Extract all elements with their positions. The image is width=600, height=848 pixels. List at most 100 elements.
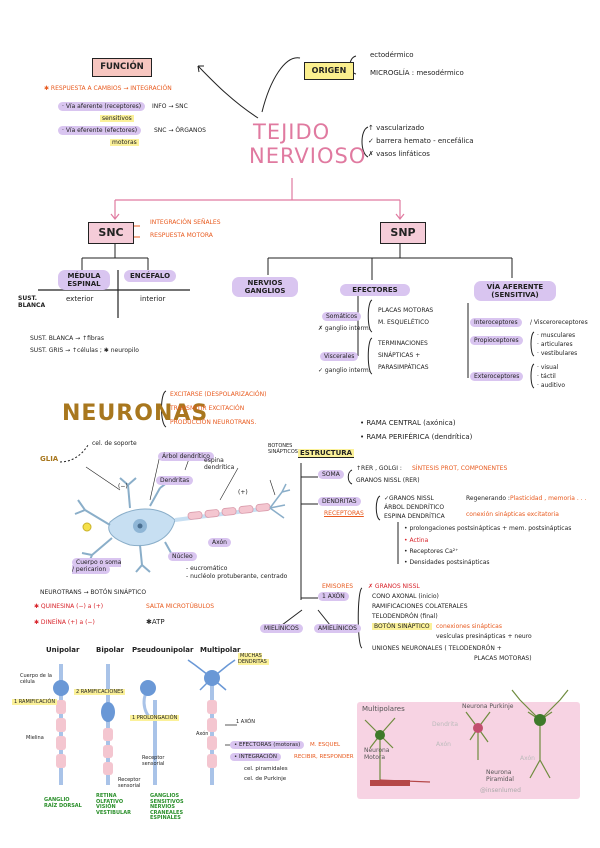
dendritas-prolongaciones: • prolongaciones postsinápticas + mem. p… (404, 525, 572, 532)
tipo-integracion: • INTEGRACIÓN (230, 753, 281, 761)
snp-ganglio-x: ✗ ganglio interm. (318, 325, 371, 332)
snc-medula: MÉDULA ESPINAL (58, 270, 110, 291)
estructura-dendritas: DENDRITAS (318, 497, 361, 506)
origen-micro: MICROGLÍA : mesodérmico (370, 69, 464, 77)
funcion-sensitivos: sensitivos (100, 115, 134, 122)
salta-microtubulos: SALTA MICROTÚBULOS (146, 603, 215, 610)
neuron-dendritas: Dendritas (156, 476, 194, 485)
tipo-ganglio-raiz: GANGLIO RAÍZ DORSAL (44, 797, 82, 809)
neuron-axon: Axón (208, 538, 231, 547)
snp-propioceptores: Propioceptores (470, 336, 523, 345)
tipo-unipolar: Unipolar (46, 646, 80, 654)
neuron-plus: (+) (238, 489, 248, 496)
dendritas-plasticidad: Plasticidad , memoria . . . (510, 495, 587, 502)
tipo-2-ramificaciones: 2 RAMIFICACIONES (74, 689, 126, 695)
origen-label: ORIGEN (304, 62, 354, 80)
glia-cel-soporte: cel. de soporte (92, 440, 137, 447)
tipo-piramidales: cel. piramidales (244, 766, 288, 772)
snp-ganglio-v: ✓ ganglio interm. (318, 367, 371, 374)
main-title-line2: NERVIOSO (249, 144, 367, 168)
snc-sg-celulas: SUST. GRIS → ↑células ; ✱ neuropilo (30, 347, 139, 354)
snp-tactil: · táctil (537, 373, 556, 380)
snp-visceroreceptores: / Visceroreceptores (530, 319, 588, 326)
axon-placas: PLACAS MOTORAS) (474, 655, 532, 662)
tipo-1-ramificacion: 1 RAMIFICACIÓN (12, 699, 58, 705)
funcion-aferente-info: INFO → SNC (152, 103, 188, 110)
dendritas-arbol: ÁRBOL DENDRÍTICO (384, 504, 445, 511)
atp: ✱ATP (146, 618, 165, 626)
axon-uniones: UNIONES NEURONALES ( TELODENDRÓN + (372, 645, 502, 652)
snc-integracion: INTEGRACIÓN SEÑALES (150, 219, 221, 226)
tipo-axon: Axón (196, 731, 209, 737)
dendritas-conexion: conexión sinápticas excitatoria (466, 511, 559, 518)
axon-no-nissl: ✗ GRANOS NISSL (368, 583, 420, 590)
snp-interoceptores: Interoceptores (470, 318, 522, 327)
snc-interior: interior (140, 295, 166, 303)
snc-exterior: exterior (66, 295, 94, 303)
funcion-respuesta: ✱ RESPUESTA A CAMBIOS → INTEGRACIÓN (44, 85, 172, 92)
neuron-nucleo: Núcleo (168, 552, 197, 561)
snp-viscerales: Viscerales (320, 352, 359, 361)
neuronas-transmitir: TRANSMITIR EXCITACIÓN (170, 405, 245, 412)
tipo-1-prolongacion: 1 PROLONGACIÓN (130, 715, 180, 721)
neuron-cuerpo: Cuerpo o soma / pericarion (72, 558, 122, 574)
neuron-espina: espina dendrítica (204, 457, 235, 471)
tipo-receptor-bipolar: Receptor sensorial (118, 777, 141, 789)
multipolares-axon2: Axón (520, 755, 535, 762)
multipolares-purkinje: Neurona Purkinje (462, 703, 514, 710)
snp-box: SNP (380, 222, 426, 244)
tipo-m-esquel: M. ESQUEL (310, 742, 341, 748)
axon-vesiculas: vesículas presinápticas + neuro (436, 633, 532, 640)
axon-boton: BOTÓN SINÁPTICO (372, 623, 432, 630)
tipo-pseudounipolar: Pseudounipolar (132, 646, 194, 654)
tipo-ganglios-sensitivos: GANGLIOS SENSITIVOS NERVIOS CRANEALES ES… (150, 793, 184, 821)
axon-amielinicos: AMIELÍNICOS (314, 624, 361, 633)
dendritas-granos-nissl: ✓GRANOS NISSL (384, 495, 434, 502)
soma-rer: ↑RER , GOLGI : (356, 465, 402, 472)
snp-via-aferente: VÍA AFERENTE (SENSITIVA) (474, 281, 556, 302)
soma-granos: GRANOS NISSL (RER) (356, 477, 420, 484)
dendritas-densidades: • Densidades postsinápticas (404, 559, 490, 566)
neuron-arbol: Árbol dendrítico (158, 452, 214, 461)
multipolares-dendrita: Dendrita (432, 721, 459, 728)
rama-periferica: • RAMA PERIFÉRICA (dendrítica) (360, 433, 473, 441)
neuron-nucleolo: - nucléolo protuberante, centrado (186, 573, 288, 580)
snp-auditivo: · auditivo (537, 382, 566, 389)
snp-efectores: EFECTORES (340, 284, 410, 297)
axon-emisores: EMISORES (322, 583, 354, 590)
snp-terminaciones: TERMINACIONES (378, 340, 428, 347)
tipo-mielina: Mielina (26, 735, 44, 741)
multipolares-axon1: Axón (436, 741, 451, 748)
tipo-1-axon: 1 AXÓN (236, 719, 255, 725)
glia-label: GLIA (40, 455, 59, 463)
axon-conexiones: conexiones sinápticas (436, 623, 502, 630)
axon-mielinicos: MIELÍNICOS (260, 624, 303, 633)
snp-musculo: M. ESQUELÉTICO (378, 319, 429, 326)
snc-sust-blanca: SUST. BLANCA (18, 295, 46, 309)
quinesina: ✱ QUINESINA (−) a (+) (34, 603, 104, 610)
snp-somaticos: Somáticos (322, 312, 362, 321)
tipo-efectoras: • EFECTORAS (motoras) (230, 741, 305, 749)
snp-ganglios: NERVIOS GANGLIOS (232, 277, 298, 298)
neurotrans-boton: NEUROTRANS → BOTÓN SINÁPTICO (40, 589, 147, 596)
neuron-minus: (−) (118, 483, 128, 490)
multipolares-motora: Neurona Motora (364, 747, 390, 761)
axon-cono: CONO AXONAL (inicio) (372, 593, 439, 600)
dendritas-espina: ESPINA DENDRÍTICA (384, 513, 445, 520)
tipo-cuerpo-celula: Cuerpo de la célula (20, 673, 52, 685)
axon-ramificaciones: RAMIFICACIONES COLATERALES (372, 603, 468, 610)
neuronas-excitarse: EXCITARSE (DESPOLARIZACIÓN) (170, 391, 267, 398)
prop-barrera: ✓ barrera hemato - encefálica (368, 137, 474, 145)
snp-exteroceptores: Exteroceptores (470, 372, 524, 381)
estructura-label: ESTRUCTURA (298, 449, 355, 458)
origen-ecto: ectodérmico (370, 51, 414, 59)
snp-musculares: · musculares (537, 332, 576, 339)
snc-box: SNC (88, 222, 134, 244)
snp-vestibulares: · vestibulares (537, 350, 578, 357)
snp-sinapticas: SINÁPTICAS + (378, 352, 421, 359)
prop-vasos: ✗ vasos linfáticos (368, 150, 430, 158)
dendritas-receptores-ca: • Receptores Ca²⁺ (404, 548, 459, 555)
funcion-aferente: · Vía aferente (receptores) (58, 102, 146, 111)
tipo-recibir: RECIBIR, RESPONDER (294, 754, 354, 760)
